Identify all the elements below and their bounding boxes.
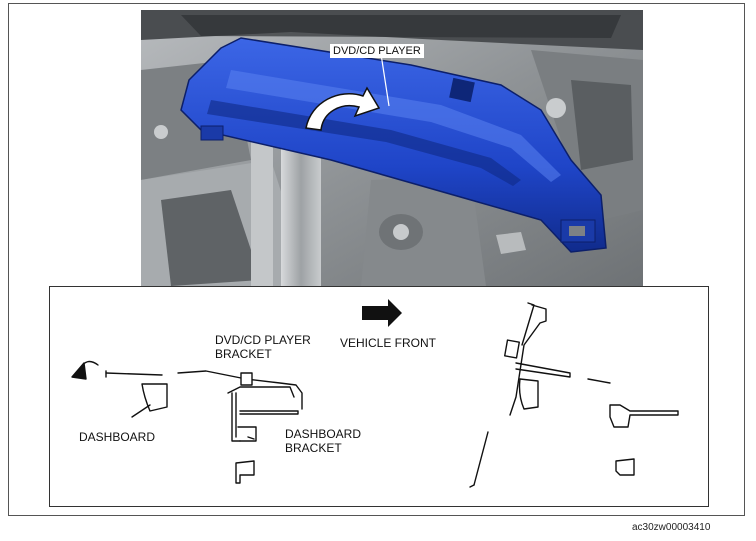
dvd-cd-player-callout: DVD/CD PLAYER — [330, 44, 424, 58]
dashboard-bracket-lower-piece — [235, 460, 255, 484]
player-bracket-label-line2: BRACKET — [215, 347, 272, 361]
player-bracket-left-section — [105, 372, 163, 376]
dashboard-bracket-piece — [237, 426, 257, 442]
player-bracket-rotated-clip — [504, 339, 520, 359]
cross-section-detail: DVD/CD PLAYER BRACKET DASHBOARD DASHBOAR… — [49, 286, 709, 507]
player-bracket-rotated — [509, 304, 547, 416]
player-bracket-clip — [240, 372, 253, 386]
dashboard-left — [141, 383, 168, 412]
figure-frame — [8, 3, 745, 516]
reference-code: ac30zw00003410 — [632, 522, 711, 533]
dashboard-bracket-upper — [227, 386, 295, 398]
dashboard-photo-drawing — [141, 10, 643, 286]
dashboard-photo: DVD/CD PLAYER — [141, 10, 643, 286]
player-bracket-middle — [177, 370, 303, 410]
rotated-bracket-lower-stem — [473, 431, 489, 486]
player-bracket-label-line1: DVD/CD PLAYER — [215, 333, 311, 347]
vehicle-front-label: VEHICLE FRONT — [340, 336, 437, 350]
dashboard-bracket-label-line2: BRACKET — [285, 441, 342, 455]
dashboard-bracket-vertical — [231, 392, 241, 442]
dashboard-bracket-label-line1: DASHBOARD — [285, 427, 362, 441]
cross-section-drawing — [71, 299, 679, 488]
dashboard-label: DASHBOARD — [79, 430, 156, 444]
dashboard-right — [518, 378, 539, 410]
dashboard-bracket-right-lower — [615, 458, 635, 476]
vehicle-front-arrow — [362, 299, 402, 327]
dashboard-bracket-right — [609, 404, 679, 428]
dashboard-bracket-horizontal — [239, 410, 299, 415]
removal-arrowhead — [71, 362, 87, 380]
